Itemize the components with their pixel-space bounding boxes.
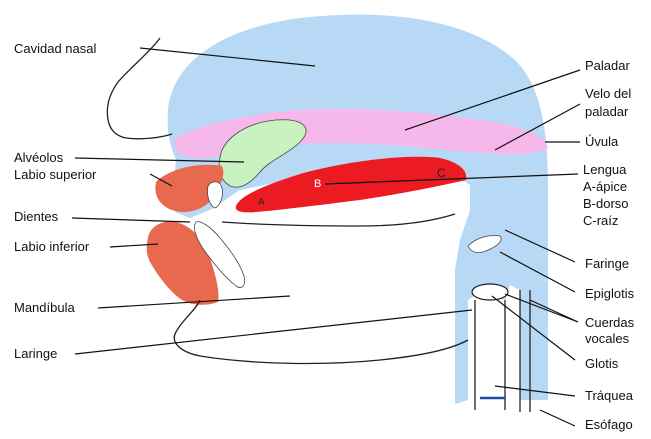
label-glottis: Glotis: [585, 356, 619, 371]
tongue-marker-c: C: [437, 166, 446, 180]
label-trachea: Tráquea: [585, 388, 634, 403]
label-vocal-cords: Cuerdas: [585, 315, 635, 330]
mandible-inner-outline: [222, 214, 455, 226]
nasal-cavity-region: [168, 15, 548, 404]
chin-jaw-outline: [174, 300, 468, 363]
label-lower-lip: Labio inferior: [14, 239, 90, 254]
pointer-teeth: [72, 218, 190, 222]
label-soft-palate: Velo del: [585, 86, 631, 101]
tongue-marker-b: B: [314, 178, 321, 190]
label-larynx: Laringe: [14, 346, 57, 361]
pointer-esophagus: [540, 410, 575, 426]
label-esophagus: Esófago: [585, 417, 633, 432]
label-tongue-dorsum: B-dorso: [583, 196, 629, 211]
trachea-outline: [475, 300, 505, 410]
label-mandible: Mandíbula: [14, 300, 75, 315]
label-tongue: Lengua: [583, 162, 627, 177]
label-epiglottis: Epiglotis: [585, 286, 635, 301]
label-vocal-cords-2: vocales: [585, 331, 630, 346]
label-tongue-apex: A-ápice: [583, 179, 627, 194]
label-soft-palate-2: paladar: [585, 104, 629, 119]
label-palate: Paladar: [585, 58, 630, 73]
vocal-cords-ellipse: [472, 284, 508, 300]
label-upper-lip: Labio superior: [14, 167, 97, 182]
face-profile-outline: [107, 38, 172, 139]
label-uvula: Úvula: [585, 134, 619, 149]
pointer-larynx: [75, 310, 472, 354]
label-teeth: Dientes: [14, 209, 59, 224]
label-tongue-root: C-raíz: [583, 213, 618, 228]
label-nasal-cavity: Cavidad nasal: [14, 41, 96, 56]
label-pharynx: Faringe: [585, 256, 629, 271]
tongue-marker-a: A: [258, 197, 265, 208]
label-alveoli: Alvéolos: [14, 150, 64, 165]
